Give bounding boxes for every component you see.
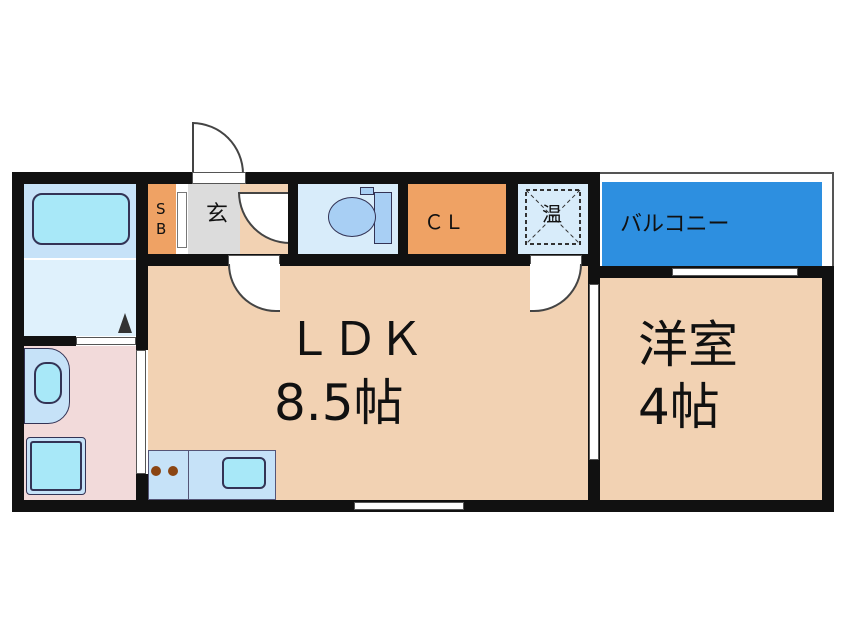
closet-label: ＣＬ [424,210,464,234]
wall-bath-bottom [12,336,76,346]
wall-wash-ldk-lower [136,474,148,504]
basin-bowl-icon [34,362,62,404]
water-heater-room [518,184,588,254]
toilet-tank-top-icon [360,187,374,195]
entrance-door-opening [192,172,246,184]
bath-door[interactable] [76,337,136,345]
balcony: バルコニー [602,182,822,266]
ldk-window[interactable] [354,502,464,510]
outer-wall-top-mid [246,172,602,184]
bathtub-icon [32,193,130,245]
wall-closet-heater [506,172,518,266]
western-label: 洋室 [638,316,738,374]
western-sliding-door[interactable] [589,284,599,460]
balcony-window[interactable] [672,268,798,276]
stove-burner-icon [151,466,161,476]
balcony-label: バルコニー [620,212,730,237]
washroom-sliding-door[interactable] [136,350,146,474]
water-heater-icon [525,189,581,245]
outer-wall-top-left [12,172,192,184]
washing-machine-drum-icon [30,441,82,491]
ldk-label: ＬＤＫ [286,312,424,366]
bath-anteroom [24,260,136,336]
shoe-box: S B [148,184,176,254]
wall-entrance-toilet [288,172,298,266]
shoebox-label-b: B [156,220,167,238]
ldk-size-label: 8.5帖 [274,374,404,432]
wall-toilet-closet [398,172,408,266]
wall-wash-ldk-mid [136,300,148,350]
wall-top-row-bottom [136,254,598,266]
wall-bath-ldk [136,172,148,302]
water-heater-label: 温 [542,202,562,226]
toilet-tank-icon [374,192,392,244]
shoebox-door[interactable] [177,192,187,248]
entrance-label: 玄 [206,202,229,227]
bath-door-triangle-icon [118,313,132,333]
closet: ＣＬ [408,184,506,254]
sink-icon [222,457,266,489]
shoebox-label-s: S [156,200,166,218]
toilet-bowl-icon [328,197,376,237]
stove-burner-icon [168,466,178,476]
stove-divider [188,450,189,500]
entrance-front-door[interactable] [192,122,244,174]
western-room: 洋室 4帖 [600,278,822,500]
outer-wall-right [822,266,834,512]
western-size-label: 4帖 [638,378,720,436]
